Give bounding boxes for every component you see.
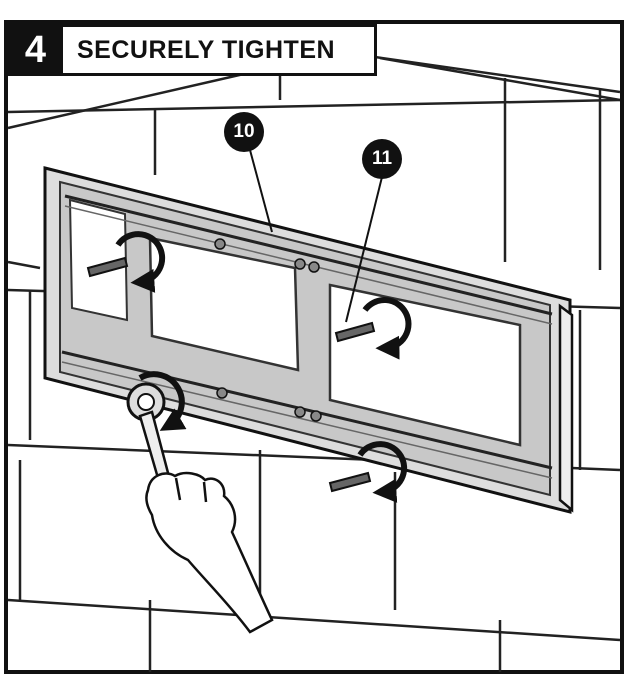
wall-bracket bbox=[43, 166, 574, 514]
leader-lines bbox=[249, 149, 383, 323]
step-title: SECURELY TIGHTEN bbox=[63, 24, 377, 76]
callout-10: 10 bbox=[224, 112, 264, 152]
rotation-arrow-icon bbox=[115, 231, 412, 503]
callout-11: 11 bbox=[362, 139, 402, 179]
hand-icon bbox=[145, 471, 274, 634]
step-number-badge: 4 bbox=[8, 24, 63, 76]
lag-bolt-icon bbox=[86, 256, 376, 493]
